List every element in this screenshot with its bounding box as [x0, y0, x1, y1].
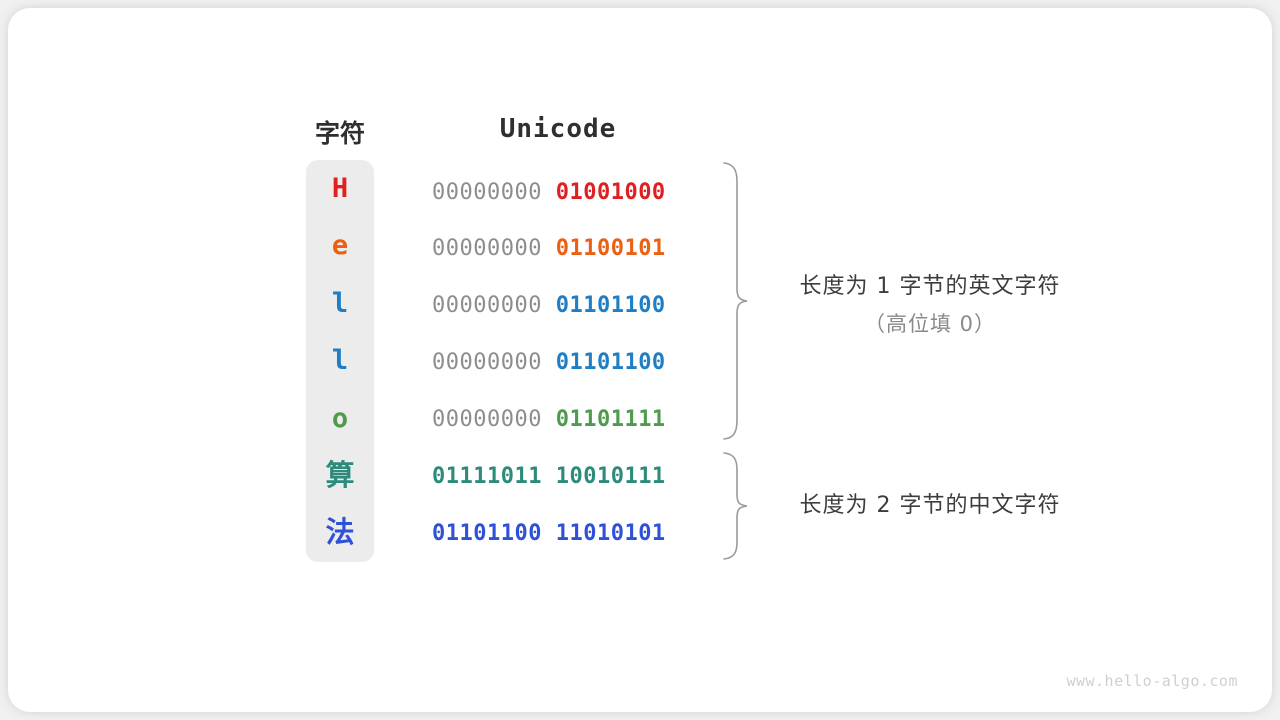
character-cell: o	[331, 402, 349, 434]
column-header-unicode: Unicode	[499, 114, 617, 144]
character-cell: 法	[325, 515, 355, 550]
binary-low-byte: 01101111	[555, 407, 666, 432]
binary-low-byte: 01100101	[555, 236, 666, 261]
binary-low-byte: 01001000	[555, 180, 666, 205]
binary-high-byte: 00000000	[432, 236, 542, 261]
binary-low-byte: 01101100	[555, 293, 666, 318]
binary-high-byte: 00000000	[432, 180, 542, 205]
binary-row: 00000000 01101111	[432, 403, 684, 437]
character-cell: l	[331, 287, 349, 319]
binary-high-byte: 01111011	[432, 464, 542, 489]
column-header-character: 字符	[314, 120, 365, 148]
character-cell: H	[331, 173, 349, 204]
watermark: www.hello-algo.com	[1066, 672, 1238, 690]
binary-low-byte: 01101100	[555, 350, 666, 375]
binary-high-byte: 00000000	[432, 350, 542, 375]
annotation-one-byte-line2: （高位填 0）	[863, 312, 997, 336]
character-cell: l	[331, 345, 349, 377]
binary-low-byte: 10010111	[555, 464, 666, 489]
annotation-two-byte-line1: 长度为 2 字节的中文字符	[799, 493, 1061, 518]
binary-row: 00000000 01101100	[432, 289, 684, 323]
binary-low-byte: 11010101	[555, 521, 666, 546]
binary-row: 00000000 01100101	[432, 232, 684, 266]
white-card-panel	[8, 8, 1272, 712]
annotation-one-byte: 长度为 1 字节的英文字符 （高位填 0）	[760, 268, 1100, 338]
character-column-background	[306, 160, 374, 562]
binary-high-byte: 00000000	[432, 407, 542, 432]
binary-row: 01101100 11010101	[432, 517, 684, 551]
binary-row: 00000000 01001000	[432, 176, 684, 210]
binary-high-byte: 01101100	[432, 521, 542, 546]
annotation-two-byte: 长度为 2 字节的中文字符	[760, 487, 1100, 519]
binary-row: 01111011 10010111	[432, 460, 684, 494]
character-cell: e	[331, 230, 349, 262]
binary-high-byte: 00000000	[432, 293, 542, 318]
binary-row: 00000000 01101100	[432, 346, 684, 380]
character-cell: 算	[325, 458, 355, 492]
annotation-one-byte-line1: 长度为 1 字节的英文字符	[799, 274, 1061, 299]
